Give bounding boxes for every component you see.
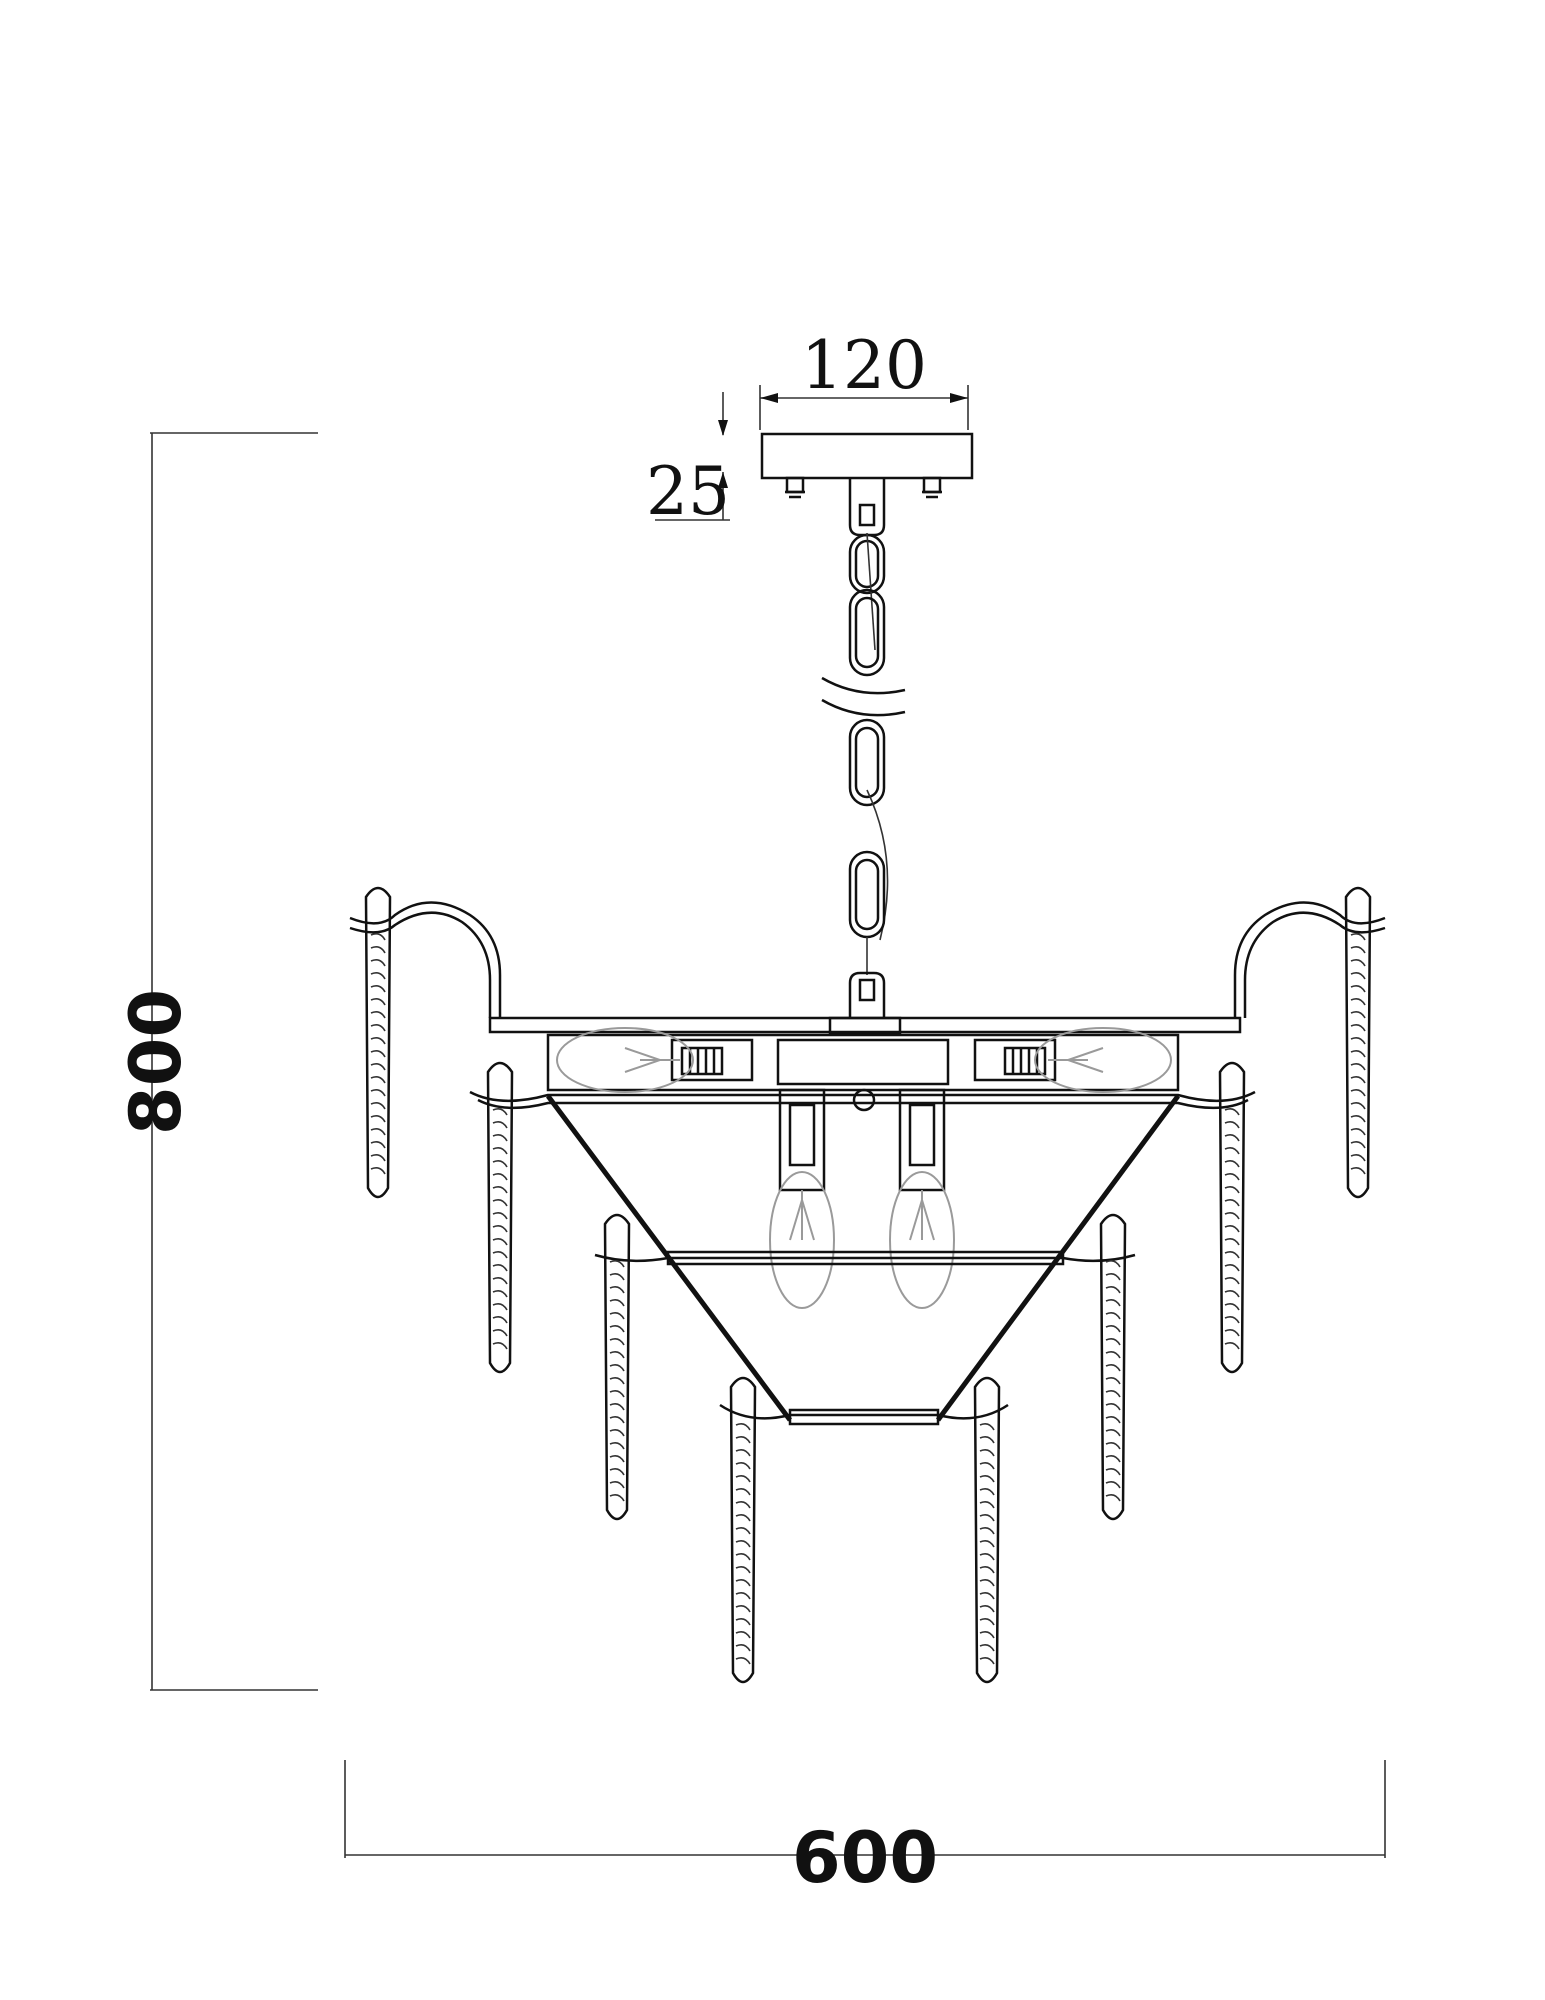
canopy-width-label: 120 — [801, 327, 927, 404]
frame-cone — [469, 1090, 1256, 1426]
ceiling-canopy — [760, 432, 974, 537]
crystal-drop — [364, 886, 392, 1199]
canopy-width-dimension: 120 — [759, 327, 969, 430]
crystal-drop — [603, 1213, 631, 1521]
crystal-drops — [364, 886, 1372, 1684]
crystal-drop — [1218, 1061, 1246, 1374]
crystal-drop — [973, 1376, 1001, 1684]
crystal-drop — [1344, 886, 1372, 1199]
total-width-dimension: 600 — [344, 1760, 1386, 1899]
crystal-drop — [1099, 1213, 1127, 1521]
total-width-label: 600 — [792, 1817, 938, 1899]
crystal-drop — [486, 1061, 514, 1374]
top-frame-bar — [488, 1016, 1242, 1036]
socket-housing — [546, 1027, 1180, 1309]
suspension-chain — [821, 532, 906, 1018]
canopy-height-dimension: 25 — [646, 392, 730, 530]
upper-arms — [349, 901, 1386, 1018]
crystal-drop — [729, 1376, 757, 1684]
total-height-dimension: 800 — [115, 432, 318, 1691]
canopy-height-label: 25 — [646, 453, 730, 530]
total-height-label: 800 — [115, 989, 197, 1135]
